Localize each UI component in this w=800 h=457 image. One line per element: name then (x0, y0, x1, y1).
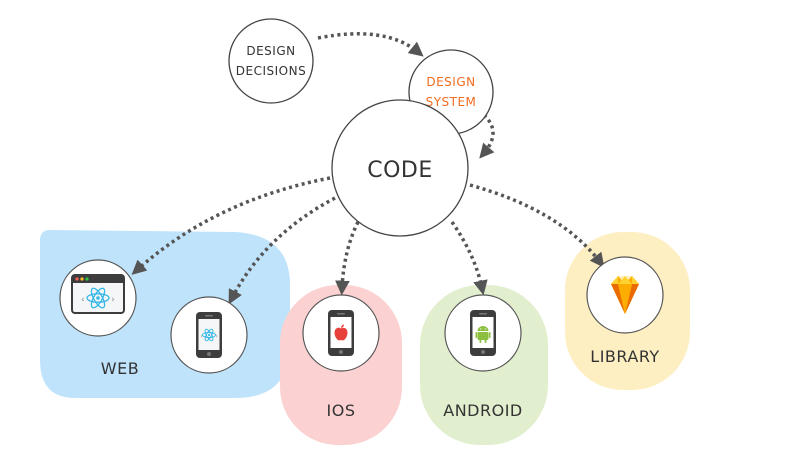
arrow-decisions-to-system (317, 32, 424, 57)
svg-text:›: › (215, 333, 219, 340)
web-label: WEB (101, 359, 139, 378)
svg-text:‹: ‹ (80, 295, 85, 305)
react-phone-icon: ‹ › (196, 312, 222, 358)
ios-label: IOS (327, 401, 356, 420)
arrow-code-to-ios (335, 221, 360, 296)
sketch-diamond-icon (611, 276, 639, 314)
web-phone-node: ‹ › (170, 296, 248, 374)
design-system-line2: SYSTEM (426, 95, 477, 109)
svg-text:‹: ‹ (200, 333, 204, 340)
design-decisions-line2: DECISIONS (236, 64, 306, 78)
react-browser-icon: ‹ › (71, 274, 125, 314)
arrow-code-to-library (469, 183, 605, 268)
library-node (586, 256, 664, 334)
code-label: CODE (367, 158, 433, 183)
apple-phone-icon (328, 310, 354, 356)
ios-node (302, 294, 380, 372)
svg-text:›: › (110, 295, 115, 305)
android-node (444, 294, 522, 372)
web-browser-node: ‹ › (59, 259, 137, 337)
code-node: CODE (331, 99, 469, 237)
design-decisions-line1: DESIGN (246, 44, 295, 58)
design-decisions-node: DESIGN DECISIONS (228, 18, 314, 104)
android-phone-icon (470, 310, 496, 356)
android-label: ANDROID (443, 401, 522, 420)
arrow-code-to-android (450, 220, 488, 296)
design-system-line1: DESIGN (426, 75, 475, 89)
library-label: LIBRARY (590, 347, 659, 366)
arrow-system-to-code (479, 113, 495, 159)
arrow-code-to-web-browser (131, 176, 331, 275)
